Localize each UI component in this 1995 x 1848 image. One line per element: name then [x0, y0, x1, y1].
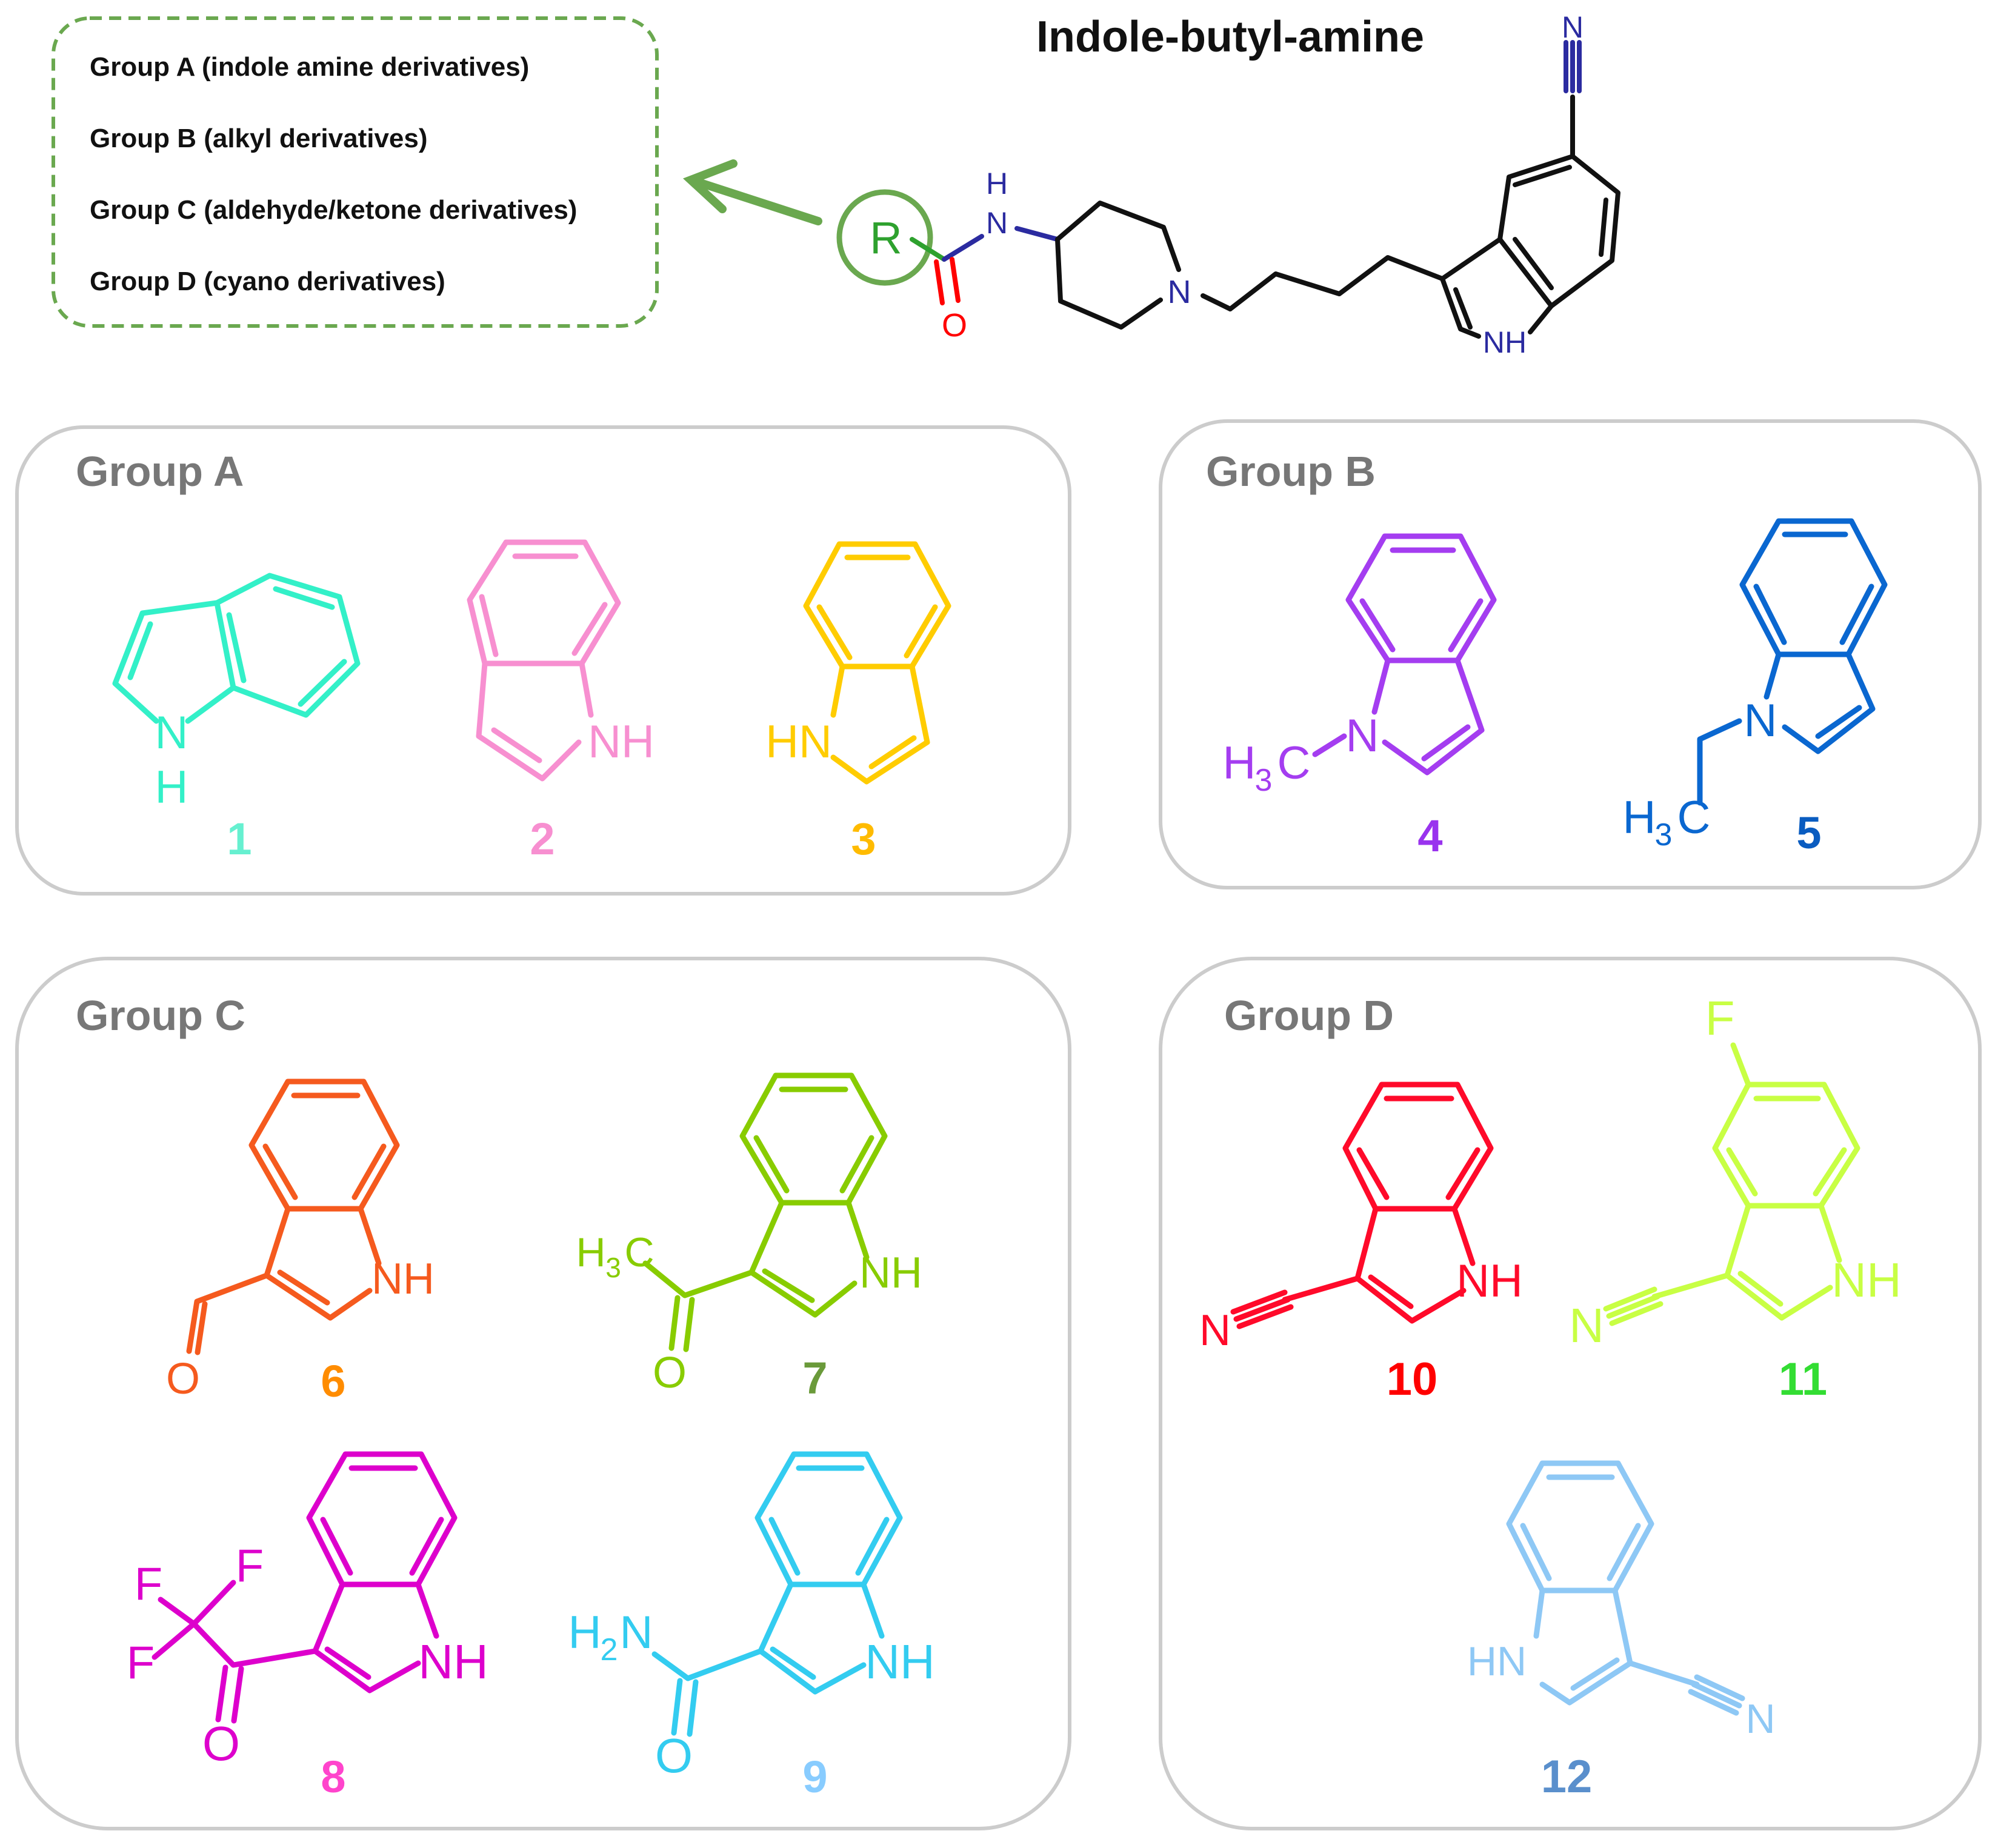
- compound-7-structure: [642, 1072, 888, 1352]
- legend-item-c: Group C (aldehyde/ketone derivatives): [90, 195, 577, 225]
- compound-5-h: H: [1623, 792, 1656, 843]
- legend-item-d: Group D (cyano derivatives): [90, 267, 445, 296]
- compound-3-hn: HN: [765, 716, 832, 768]
- compound-5-sub3: 3: [1655, 817, 1673, 853]
- compound-1-h: H: [155, 762, 188, 813]
- scaffold-indole-nh: NH: [1483, 325, 1527, 359]
- compound-7-o: O: [653, 1349, 687, 1397]
- compound-11-f: F: [1705, 991, 1735, 1045]
- compound-10-number: 10: [1387, 1354, 1438, 1405]
- compound-2-nh: NH: [588, 716, 654, 768]
- scaffold-nitrile-n: N: [1562, 10, 1584, 44]
- compound-7-nh: NH: [859, 1249, 922, 1297]
- group-d-title: Group D: [1224, 992, 1394, 1039]
- group-b-box: [1159, 419, 1982, 889]
- compound-10-structure: [1230, 1082, 1494, 1329]
- compound-8-number: 8: [321, 1752, 345, 1802]
- compound-8-f2: F: [236, 1540, 264, 1592]
- compound-12-number: 12: [1541, 1751, 1593, 1803]
- compound-5-n: N: [1744, 695, 1777, 746]
- scaffold-amide-n: N: [986, 206, 1008, 240]
- legend-box: [52, 16, 659, 328]
- compound-12-structure: [1506, 1460, 1745, 1716]
- compound-3-number: 3: [851, 814, 876, 864]
- compound-7-number: 7: [802, 1353, 827, 1403]
- compound-3-structure: [803, 541, 951, 785]
- legend-item-a: Group A (indole amine derivatives): [90, 52, 529, 82]
- compound-7-h: H: [576, 1229, 605, 1275]
- compound-4-sub3: 3: [1255, 763, 1273, 798]
- compound-6-o: O: [166, 1355, 200, 1403]
- compound-1-structure: [112, 573, 361, 724]
- scaffold-carbonyl-o: O: [942, 307, 967, 344]
- compound-2-structure: [467, 539, 621, 782]
- compound-5-c: C: [1677, 792, 1711, 843]
- group-a-box: [15, 425, 1071, 896]
- diagram-title: Indole-butyl-amine: [1036, 13, 1424, 61]
- compound-5-structure: [1697, 518, 1888, 806]
- r-group-circle: [836, 189, 933, 286]
- compound-9-structure: [651, 1451, 903, 1737]
- compound-6-nh: NH: [371, 1255, 435, 1303]
- compound-6-structure: [186, 1079, 400, 1355]
- compound-9-sub2: 2: [601, 1632, 618, 1667]
- compound-9-number: 9: [802, 1752, 827, 1802]
- compound-11-number: 11: [1779, 1354, 1827, 1405]
- compound-9-o: O: [655, 1729, 693, 1783]
- compound-6-number: 6: [321, 1356, 345, 1406]
- compound-4-h: H: [1223, 737, 1256, 789]
- pointer-arrow: [682, 159, 822, 225]
- compound-7-c: C: [624, 1229, 654, 1275]
- compound-8-structure: [152, 1451, 458, 1724]
- legend-item-b: Group B (alkyl derivatives): [90, 124, 428, 153]
- compound-12-hn: HN: [1467, 1638, 1527, 1684]
- group-legend: Group A (indole amine derivatives) Group…: [52, 16, 659, 328]
- compound-7-sub3: 3: [605, 1252, 621, 1283]
- group-c-box: [15, 957, 1071, 1830]
- compound-4-c: C: [1277, 737, 1311, 789]
- compound-12-n: N: [1745, 1696, 1775, 1742]
- compound-11-nh: NH: [1831, 1253, 1902, 1307]
- compound-8-f1: F: [135, 1558, 162, 1610]
- compound-5-number: 5: [1796, 808, 1821, 858]
- scaffold-amide-h: H: [986, 167, 1008, 201]
- scaffold-r: R: [870, 213, 902, 263]
- compound-11-n: N: [1569, 1298, 1604, 1352]
- compound-1-n: N: [155, 707, 188, 759]
- compound-4-n: N: [1346, 710, 1379, 762]
- scaffold-piperidine-n: N: [1168, 274, 1191, 310]
- scaffold-molecule: [836, 40, 1620, 339]
- compound-4-number: 4: [1417, 811, 1442, 861]
- group-d-box: [1159, 957, 1982, 1830]
- compound-8-o: O: [202, 1717, 240, 1770]
- group-c-title: Group C: [76, 992, 245, 1039]
- compound-9-nh: NH: [865, 1635, 935, 1689]
- compound-4-structure: [1312, 533, 1497, 776]
- group-b-title: Group B: [1206, 448, 1376, 495]
- compound-11-structure: [1603, 1042, 1860, 1326]
- compound-9-h: H: [568, 1607, 602, 1658]
- compound-10-nh: NH: [1456, 1255, 1523, 1307]
- compound-10-n: N: [1199, 1306, 1231, 1355]
- compound-2-number: 2: [530, 814, 555, 864]
- compound-8-f3: F: [127, 1637, 155, 1689]
- compound-8-nh: NH: [418, 1635, 488, 1689]
- compound-1-number: 1: [227, 814, 251, 864]
- compound-9-n: N: [620, 1607, 653, 1658]
- group-a-title: Group A: [76, 448, 244, 495]
